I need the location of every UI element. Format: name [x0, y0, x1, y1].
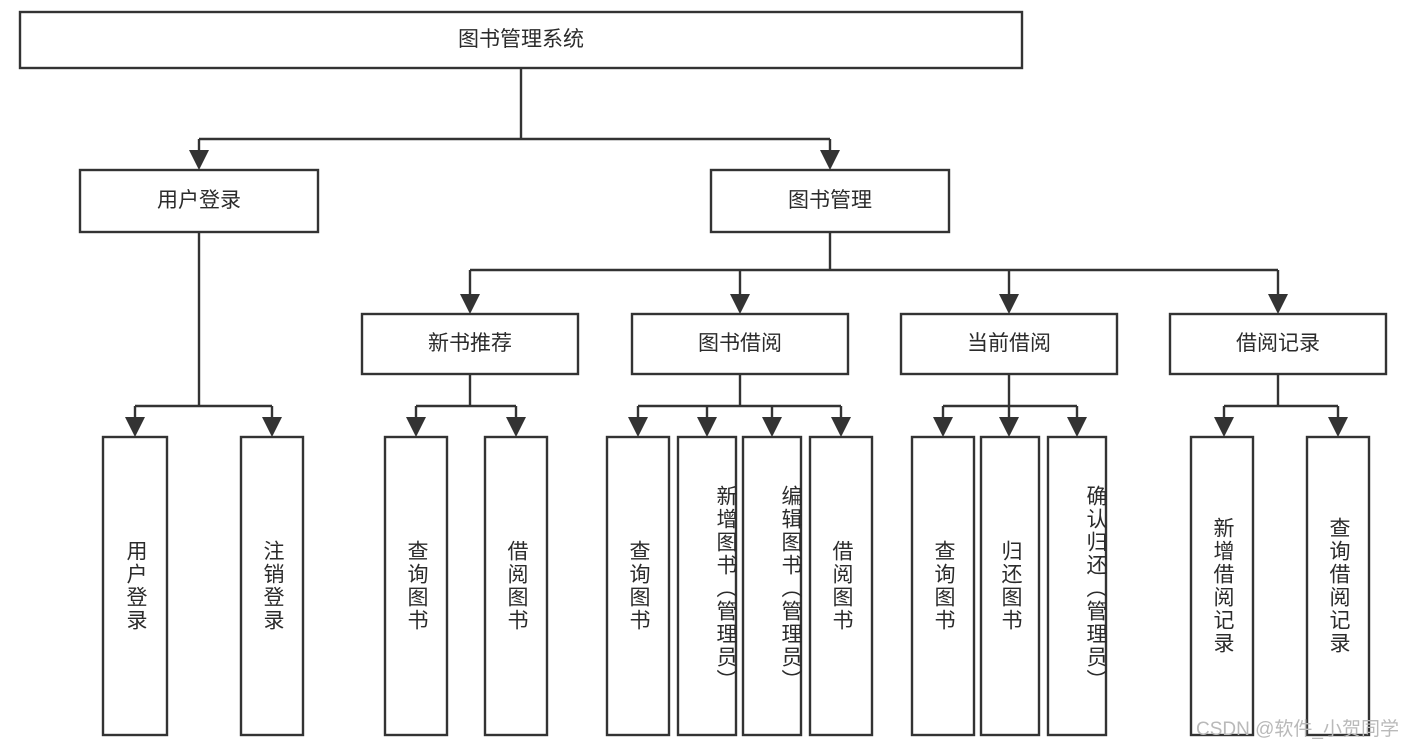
connector-group-book-manage — [460, 232, 1288, 314]
node-box-leaf-query-book-2[interactable] — [605, 435, 671, 737]
arrow-user-login-c2 — [262, 417, 282, 437]
node-box-leaf-user-login[interactable] — [101, 435, 169, 737]
node-box-leaf-borrow-book-1[interactable] — [483, 435, 549, 737]
arrow-bb-c3 — [762, 417, 782, 437]
watermark-text: CSDN @软件_小贺同学 — [1196, 719, 1399, 740]
node-box-leaf-query-book-1[interactable] — [383, 435, 449, 737]
arrow-root-to-user-login — [189, 150, 209, 170]
node-box-borrow-record[interactable] — [1168, 312, 1388, 376]
node-box-new-book-recommend[interactable] — [360, 312, 580, 376]
arrow-br-c2 — [1328, 417, 1348, 437]
node-box-leaf-borrow-book-2[interactable] — [808, 435, 874, 737]
connector-group-borrow-record — [1214, 374, 1348, 437]
node-box-current-borrow[interactable] — [899, 312, 1119, 376]
arrow-bb-c2 — [697, 417, 717, 437]
node-box-leaf-logout[interactable] — [239, 435, 305, 737]
arrow-cb-c1 — [933, 417, 953, 437]
connector-group-book-borrow — [628, 374, 851, 437]
connector-group-current-borrow — [933, 374, 1087, 437]
node-box-leaf-add-record[interactable] — [1189, 435, 1255, 737]
node-box-leaf-query-record[interactable] — [1305, 435, 1371, 737]
arrow-cb-c2 — [999, 417, 1019, 437]
node-box-leaf-query-book-3[interactable] — [910, 435, 976, 737]
connector-group-new-book-recommend — [406, 374, 526, 437]
arrow-user-login-c1 — [125, 417, 145, 437]
node-box-root[interactable] — [18, 10, 1024, 70]
node-box-leaf-add-book[interactable] — [676, 435, 738, 737]
arrow-book-manage-c4 — [1268, 294, 1288, 314]
arrow-br-c1 — [1214, 417, 1234, 437]
connector-group-user-login — [125, 232, 282, 437]
arrow-nbr-c2 — [506, 417, 526, 437]
arrow-nbr-c1 — [406, 417, 426, 437]
arrow-cb-c3 — [1067, 417, 1087, 437]
node-box-book-manage[interactable] — [709, 168, 951, 234]
node-box-leaf-edit-book[interactable] — [741, 435, 803, 737]
arrow-book-manage-c1 — [460, 294, 480, 314]
node-box-leaf-return-book[interactable] — [979, 435, 1041, 737]
node-box-leaf-confirm-return[interactable] — [1046, 435, 1108, 737]
arrow-bb-c4 — [831, 417, 851, 437]
arrow-bb-c1 — [628, 417, 648, 437]
arrow-root-to-book-manage — [820, 150, 840, 170]
node-box-user-login[interactable] — [78, 168, 320, 234]
arrow-book-manage-c3 — [999, 294, 1019, 314]
node-box-book-borrow[interactable] — [630, 312, 850, 376]
arrow-book-manage-c2 — [730, 294, 750, 314]
connector-group-root — [189, 68, 840, 170]
